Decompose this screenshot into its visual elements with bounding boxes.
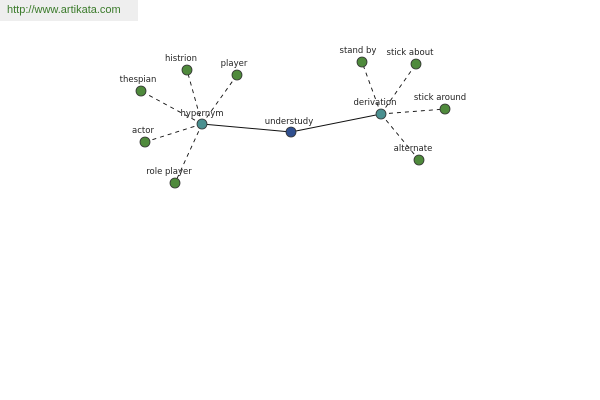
edge-derivation-stick-about bbox=[380, 63, 417, 115]
label-hypernym: hypernym bbox=[180, 109, 223, 119]
node-stick-about[interactable] bbox=[410, 58, 422, 70]
node-histrion[interactable] bbox=[181, 64, 193, 76]
node-player[interactable] bbox=[231, 69, 243, 81]
edge-hypernym-actor bbox=[144, 123, 203, 143]
node-thespian[interactable] bbox=[135, 85, 147, 97]
node-actor[interactable] bbox=[139, 136, 151, 148]
label-alternate: alternate bbox=[394, 144, 433, 154]
label-stick-about: stick about bbox=[387, 48, 435, 58]
edge-understudy-hypernym bbox=[201, 123, 292, 133]
graph-nodes bbox=[135, 56, 451, 189]
edge-understudy-derivation bbox=[290, 113, 382, 133]
node-alternate[interactable] bbox=[413, 154, 425, 166]
edge-hypernym-role-player bbox=[174, 123, 203, 184]
node-understudy[interactable] bbox=[285, 126, 297, 138]
node-stand-by[interactable] bbox=[356, 56, 368, 68]
site-url-link[interactable]: http://www.artikata.com bbox=[7, 4, 121, 16]
label-player: player bbox=[221, 59, 248, 69]
edge-derivation-stand-by bbox=[361, 61, 382, 115]
site-banner: http://www.artikata.com bbox=[0, 0, 138, 21]
edge-hypernym-histrion bbox=[186, 69, 203, 125]
edge-derivation-alternate bbox=[380, 113, 420, 161]
label-stick-around: stick around bbox=[414, 93, 466, 103]
label-understudy: understudy bbox=[265, 117, 313, 127]
edge-derivation-stick-around bbox=[380, 108, 446, 115]
edge-hypernym-thespian bbox=[140, 90, 203, 125]
node-stick-around[interactable] bbox=[439, 103, 451, 115]
node-derivation[interactable] bbox=[375, 108, 387, 120]
label-actor: actor bbox=[132, 126, 154, 136]
node-hypernym[interactable] bbox=[196, 118, 208, 130]
label-derivation: derivation bbox=[353, 98, 396, 108]
graph-edges bbox=[140, 61, 446, 184]
graph-labels: understudy hypernym histrion player thespian… bbox=[120, 46, 467, 177]
label-histrion: histrion bbox=[165, 54, 197, 64]
edge-hypernym-player bbox=[201, 74, 238, 125]
label-role-player: role player bbox=[146, 167, 192, 177]
label-stand-by: stand by bbox=[340, 46, 377, 56]
node-role-player[interactable] bbox=[169, 177, 181, 189]
label-thespian: thespian bbox=[120, 75, 157, 85]
